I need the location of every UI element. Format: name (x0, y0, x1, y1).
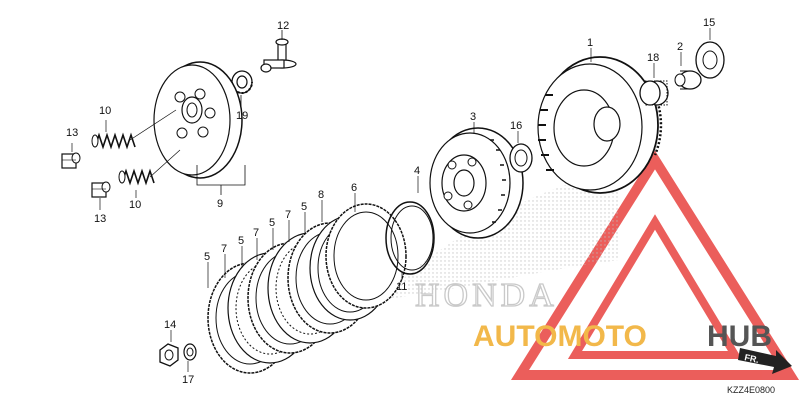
part-14-lock-nut (159, 343, 179, 367)
callout-11: 11 (396, 281, 407, 293)
part-10-clutch-spring-upper (91, 132, 136, 150)
callout-18: 18 (647, 52, 659, 64)
part-10-clutch-spring-lower (118, 168, 155, 186)
callout-9: 9 (217, 198, 223, 210)
clutch-plate-stack (207, 203, 407, 374)
part-17-lock-washer (183, 343, 197, 361)
callout-5-c: 5 (269, 217, 275, 229)
callout-6: 6 (351, 182, 357, 194)
part-18-needle-bearing (639, 80, 669, 106)
callout-7-a: 7 (221, 243, 227, 255)
callout-16: 16 (510, 120, 522, 132)
front-direction-arrow-icon: FR. (738, 348, 792, 374)
part-15-thrust-washer (695, 41, 725, 79)
callout-5-d: 5 (301, 201, 307, 213)
callout-12: 12 (277, 20, 289, 32)
callout-4: 4 (414, 165, 420, 177)
callout-10-upper: 10 (99, 105, 111, 117)
callout-3: 3 (470, 111, 476, 123)
callout-10-lower: 10 (129, 199, 141, 211)
callout-2: 2 (677, 41, 683, 53)
part-13-bolt-upper (61, 152, 81, 169)
direction-label: FR. (744, 352, 760, 365)
watermark-brand-part1: AUTOMOTO (473, 320, 647, 353)
part-2-collar (674, 70, 702, 90)
callout-13-upper: 13 (66, 127, 78, 139)
friction-disc (325, 203, 407, 309)
callout-19: 19 (236, 110, 248, 122)
part-13-bolt-lower (91, 181, 111, 198)
callout-1: 1 (587, 37, 593, 49)
callout-8: 8 (318, 189, 324, 201)
callout-5-a: 5 (204, 251, 210, 263)
watermark-honda-text: HONDA (415, 277, 558, 314)
plate-leader-lines (207, 193, 356, 288)
watermark-brand-part2: HUB (707, 320, 772, 353)
callout-7-b: 7 (253, 227, 259, 239)
callout-13-lower: 13 (94, 213, 106, 225)
part-12-lifter-rod (260, 38, 297, 73)
part-19-bearing (231, 70, 253, 94)
callout-17: 17 (182, 374, 194, 386)
part-16-thrust-washer (509, 143, 533, 173)
callout-14: 14 (164, 319, 176, 331)
watermark-wing-logo (380, 170, 620, 300)
callout-15: 15 (703, 17, 715, 29)
callout-7-c: 7 (285, 209, 291, 221)
part-11-wire-ring (385, 201, 435, 275)
callout-5-b: 5 (238, 235, 244, 247)
part-9-pressure-plate (153, 61, 243, 179)
part-3-clutch-center (429, 127, 524, 239)
part-1-clutch-outer (537, 56, 663, 194)
watermark-triangle-logo (510, 150, 800, 380)
diagram-reference-code: KZZ4E0800 (727, 385, 775, 395)
